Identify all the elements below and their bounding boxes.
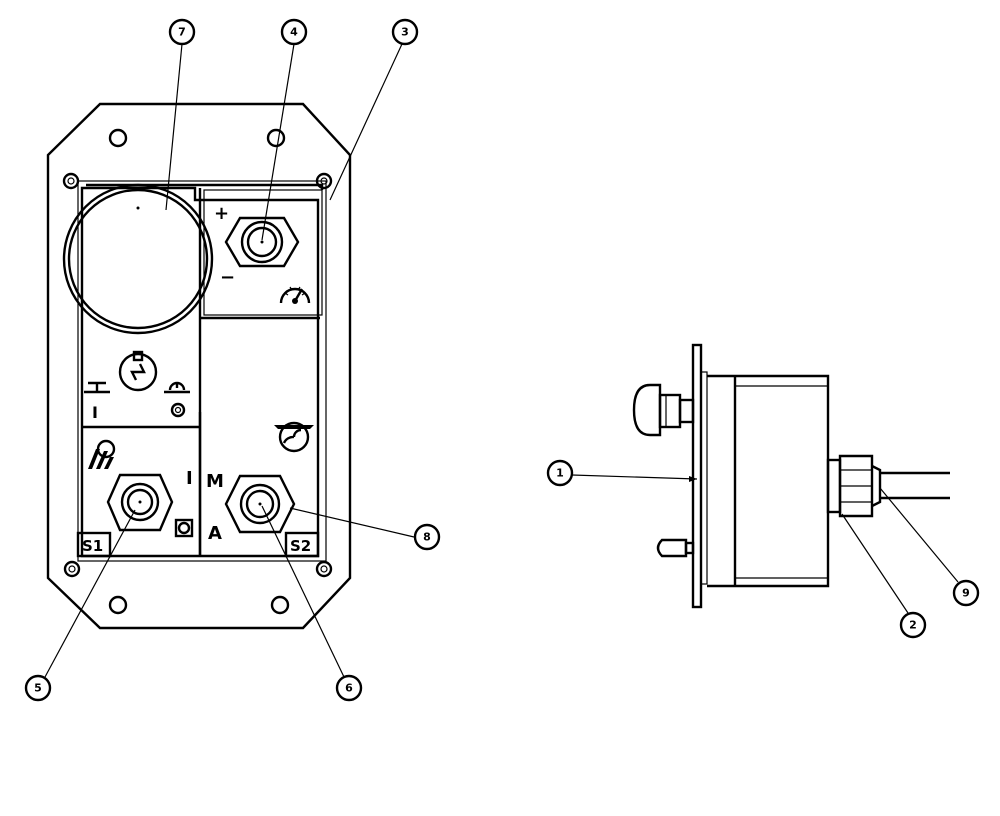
svg-text:1: 1	[556, 467, 564, 480]
svg-text:8: 8	[423, 531, 431, 544]
side-view	[632, 343, 950, 609]
svg-text:5: 5	[34, 682, 42, 695]
label-s2-box: S2	[284, 531, 320, 558]
front-view: + − I	[46, 102, 352, 630]
callout-5: 5	[24, 674, 52, 702]
side-switch	[656, 538, 695, 558]
inner-frame	[203, 189, 323, 316]
operator-icon	[88, 439, 116, 469]
svg-text:3: 3	[401, 26, 409, 39]
switch-on-icon: I	[84, 381, 110, 422]
mount-hole	[266, 128, 286, 148]
label-s1-box: S1	[76, 531, 112, 558]
mount-hole	[108, 595, 128, 615]
mount-hole	[270, 595, 290, 615]
mode-switch	[224, 474, 296, 534]
switch-off-icon	[164, 381, 190, 418]
label-minus: −	[220, 267, 235, 288]
label-auto: A	[208, 523, 222, 544]
callout-4: 4	[280, 18, 308, 46]
callout-6: 6	[335, 674, 363, 702]
side-stop-button	[632, 383, 695, 437]
callout-9: 9	[952, 579, 980, 607]
svg-text:S2: S2	[290, 537, 311, 555]
housing	[707, 374, 830, 588]
blower-icon	[274, 421, 314, 453]
svg-text:4: 4	[290, 26, 298, 39]
cable-gland	[826, 454, 882, 518]
callouts: 7 4 3 5 6 8 1 2 9	[24, 18, 980, 702]
label-plus: +	[214, 203, 229, 224]
speed-potentiometer	[224, 216, 300, 268]
label-aux-on: I	[186, 468, 193, 489]
svg-text:S1: S1	[82, 537, 103, 555]
callout-1: 1	[546, 459, 574, 487]
side-plate	[691, 343, 703, 609]
callout-3: 3	[391, 18, 419, 46]
svg-text:6: 6	[345, 682, 353, 695]
label-manual: M	[206, 471, 224, 492]
mounting-plate	[46, 102, 352, 630]
indicator-led	[174, 518, 194, 538]
callout-7: 7	[168, 18, 196, 46]
screw	[315, 560, 333, 578]
svg-text:7: 7	[178, 26, 186, 39]
engine-oil-icon	[118, 350, 158, 392]
svg-text:2: 2	[909, 619, 917, 632]
screw	[63, 560, 81, 578]
callout-2: 2	[899, 611, 927, 639]
mount-hole	[108, 128, 128, 148]
speedometer-icon	[279, 286, 311, 304]
svg-text:9: 9	[962, 587, 970, 600]
aux-switch	[106, 473, 174, 532]
screw	[62, 172, 80, 190]
svg-text:I: I	[92, 403, 98, 422]
callout-8: 8	[413, 523, 441, 551]
emergency-stop-button	[62, 183, 214, 335]
cable	[880, 471, 950, 500]
